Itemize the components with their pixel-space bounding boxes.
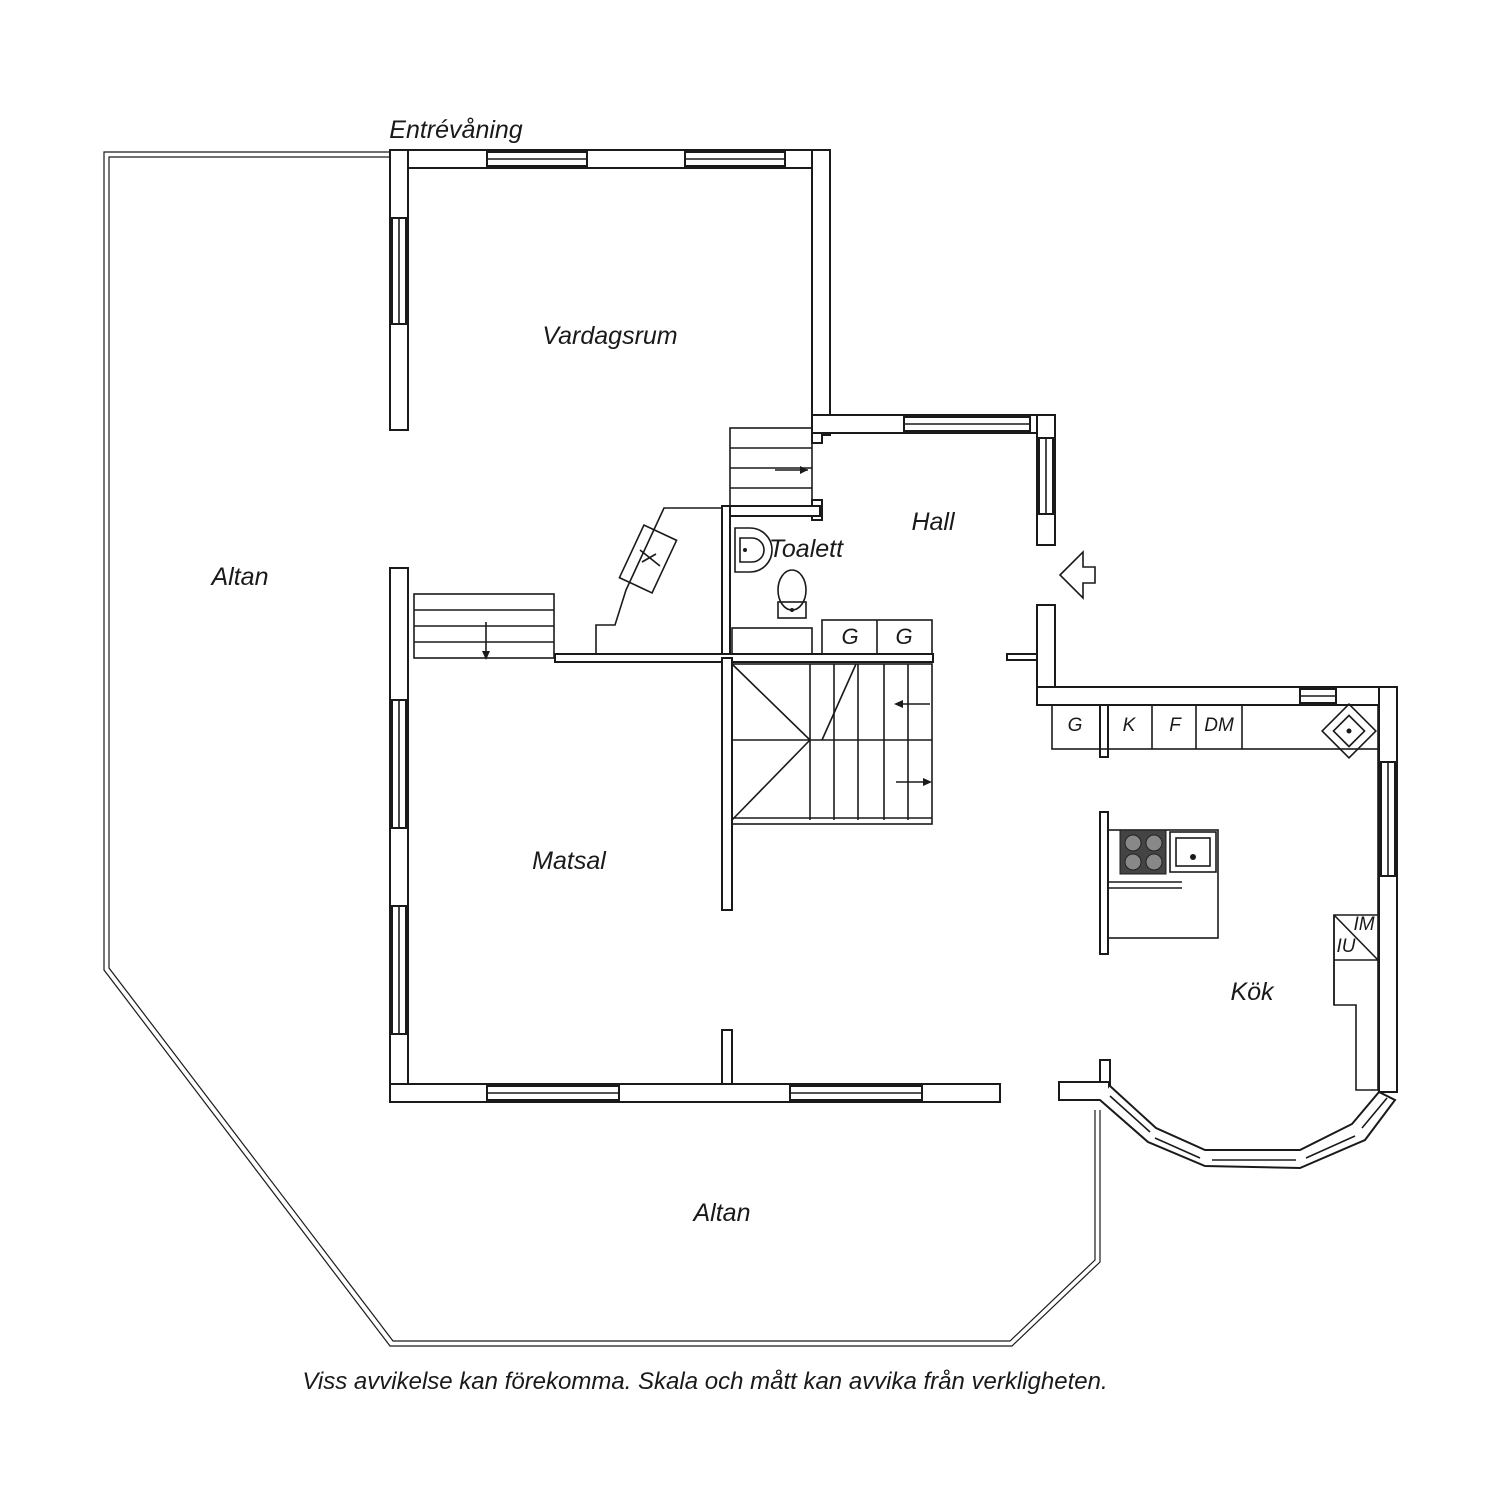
fixture-label-k: K xyxy=(1123,715,1137,736)
disclaimer: Viss avvikelse kan förekomma. Skala och … xyxy=(302,1368,1107,1395)
floor-label: Entrévåning xyxy=(389,116,523,144)
fixture-label-f: F xyxy=(1169,715,1182,736)
cabinets-gg xyxy=(821,619,933,655)
corner-sink-icon xyxy=(1320,702,1378,760)
fixture-label-g1: G xyxy=(841,624,858,649)
wall-divider xyxy=(554,653,934,663)
room-label-vardagsrum: Vardagsrum xyxy=(542,322,677,350)
fixture-label-im: IM xyxy=(1353,914,1374,935)
wall-vardagsrum xyxy=(389,149,831,436)
window-vardagsrum-west xyxy=(391,217,407,325)
window-vardagsrum-north xyxy=(486,151,786,167)
terrace-outline xyxy=(103,151,1101,1347)
fixture-label-g3: G xyxy=(1068,715,1083,736)
sink-icon xyxy=(734,527,773,573)
fireplace xyxy=(595,507,724,655)
counter-north xyxy=(1051,704,1379,750)
window-matsal-south xyxy=(486,1085,923,1101)
toilet-icon xyxy=(777,569,807,619)
room-label-kok: Kök xyxy=(1230,978,1275,1006)
window-hall xyxy=(903,416,1054,515)
stair-small xyxy=(729,427,813,507)
room-label-toalett: Toalett xyxy=(769,535,844,563)
fixture-label-iu: IU xyxy=(1337,936,1356,957)
fixture-label-g2: G xyxy=(895,624,912,649)
kitchen-island xyxy=(1099,811,1219,955)
room-label-hall: Hall xyxy=(911,508,956,536)
window-matsal-west xyxy=(391,699,407,1035)
bench-toalett xyxy=(731,627,813,655)
room-label-altan-south: Altan xyxy=(692,1199,751,1227)
bay-window xyxy=(1099,1085,1397,1170)
fixture-label-dm: DM xyxy=(1204,715,1234,736)
counter-east xyxy=(1333,749,1379,1091)
wall-stair-partition xyxy=(721,657,733,911)
room-label-matsal: Matsal xyxy=(532,847,607,875)
wall-kok xyxy=(1036,604,1398,1101)
stove-icon xyxy=(1119,829,1167,875)
window-kok xyxy=(1299,688,1396,877)
room-label-altan-west: Altan xyxy=(210,563,269,591)
main-staircase xyxy=(731,663,933,825)
entrance-arrow-icon xyxy=(1058,550,1096,600)
stair-matsal xyxy=(413,593,555,660)
island-sink-icon xyxy=(1169,831,1217,873)
